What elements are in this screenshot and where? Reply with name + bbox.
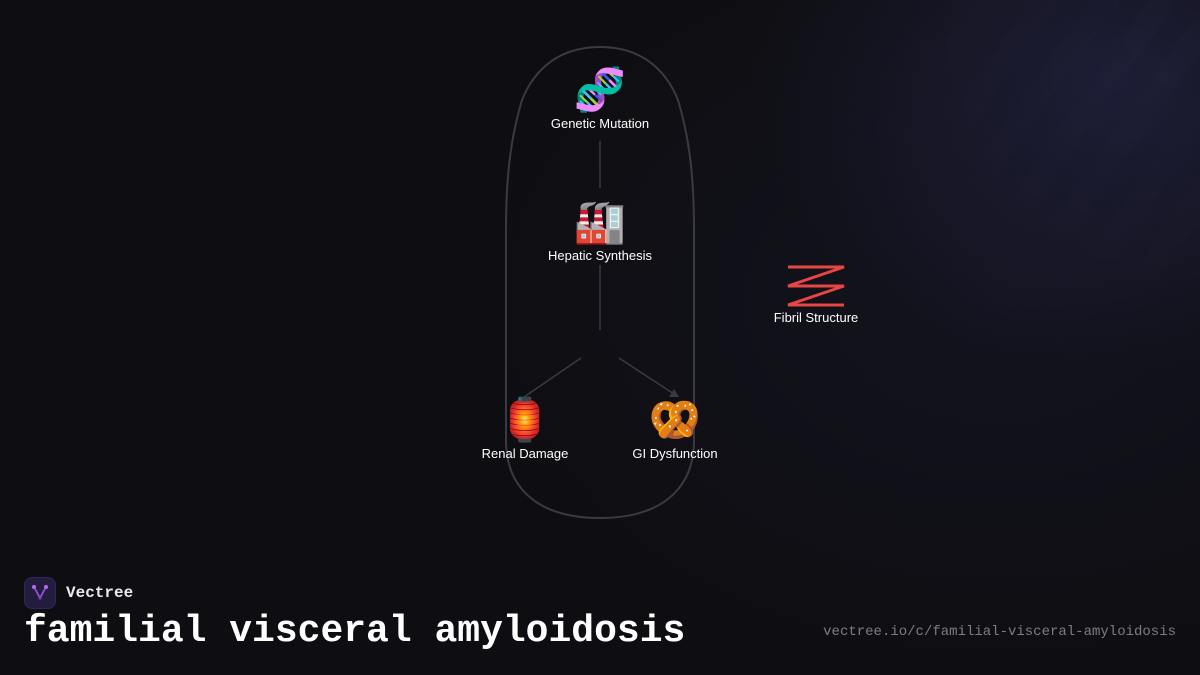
- page-title: familial visceral amyloidosis: [24, 610, 686, 653]
- edge-hepatic-to-renal: [523, 357, 582, 398]
- lantern-icon: 🏮: [498, 395, 552, 444]
- node-label: Fibril Structure: [773, 310, 859, 325]
- node-fibril-structure[interactable]: Fibril Structure: [736, 260, 896, 325]
- node-label: GI Dysfunction: [632, 446, 718, 461]
- edge-hepatic-to-gi: [618, 357, 675, 395]
- page-url[interactable]: vectree.io/c/familial-visceral-amyloidos…: [823, 624, 1176, 640]
- node-hepatic-synthesis[interactable]: 🏭 Hepatic Synthesis: [520, 197, 680, 264]
- brand: Vectree: [24, 577, 133, 609]
- dna-icon: 🧬: [573, 65, 627, 114]
- factory-icon: 🏭: [573, 197, 627, 246]
- pretzel-icon: 🥨: [648, 395, 702, 444]
- node-label: Genetic Mutation: [550, 116, 650, 131]
- zigzag-icon: [736, 260, 896, 308]
- arrowhead-icon: [669, 389, 679, 397]
- node-genetic-mutation[interactable]: 🧬 Genetic Mutation: [520, 65, 680, 132]
- vectree-logo-icon: [24, 577, 56, 609]
- node-label: Renal Damage: [481, 446, 569, 461]
- brand-name: Vectree: [66, 584, 134, 602]
- node-label: Hepatic Synthesis: [547, 248, 653, 263]
- node-renal-damage[interactable]: 🏮 Renal Damage: [445, 395, 605, 462]
- group-outline: [505, 45, 695, 520]
- background-stripes: [680, 0, 1200, 560]
- node-gi-dysfunction[interactable]: 🥨 GI Dysfunction: [595, 395, 755, 462]
